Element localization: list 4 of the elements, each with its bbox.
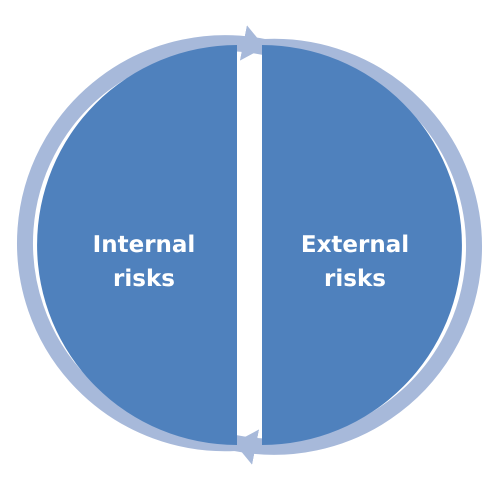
curved-arrow <box>17 26 266 451</box>
curved-arrow <box>234 39 482 464</box>
segment-label: External risks <box>300 231 410 294</box>
segment-label: Internal risks <box>92 231 196 294</box>
